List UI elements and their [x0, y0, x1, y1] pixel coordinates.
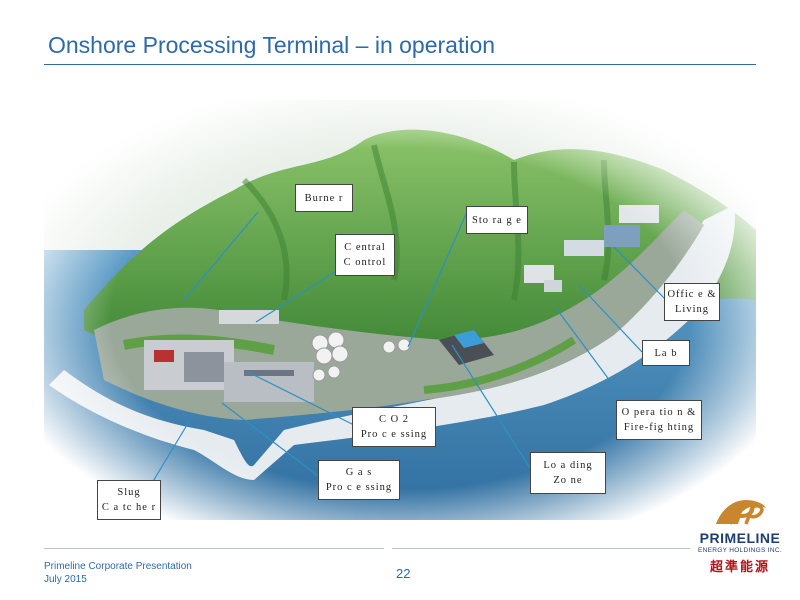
logo-name: PRIMELINE — [699, 530, 781, 546]
footer-text: Primeline Corporate Presentation July 20… — [44, 560, 192, 586]
callout-slug-catcher: Slug C a tc he r — [97, 480, 161, 520]
footer-date: July 2015 — [44, 574, 87, 585]
footer-divider-right — [392, 548, 690, 549]
terminal-rendering — [44, 100, 756, 520]
callout-co2-processing: C O 2 Pro c e ssing — [352, 407, 436, 447]
callout-loading-zone: Lo a ding Zo ne — [530, 452, 606, 494]
callout-storage: Sto ra g e — [466, 206, 528, 234]
callout-burner: Burne r — [295, 184, 353, 212]
title-divider — [44, 64, 756, 65]
logo-chinese-name: 超準能源 — [709, 560, 770, 575]
callout-central-control: C entral C ontrol — [335, 234, 395, 276]
footer-divider-left — [44, 548, 384, 549]
logo-subtitle: ENERGY HOLDINGS INC. — [698, 547, 782, 554]
primeline-emblem-icon — [716, 500, 766, 525]
callout-operation-firefighting: O pera tio n & Fire-fig hting — [616, 400, 702, 440]
page-number: 22 — [396, 566, 411, 581]
slide-title: Onshore Processing Terminal – in operati… — [48, 32, 496, 58]
callout-lab: La b — [642, 340, 690, 366]
primeline-logo: PRIMELINE ENERGY HOLDINGS INC. 超準能源 — [690, 490, 790, 580]
callout-gas-processing: G a s Pro c e ssing — [318, 460, 400, 500]
callout-office-living: Offic e & Living — [664, 283, 720, 321]
footer-presentation-name: Primeline Corporate Presentation — [44, 561, 192, 572]
